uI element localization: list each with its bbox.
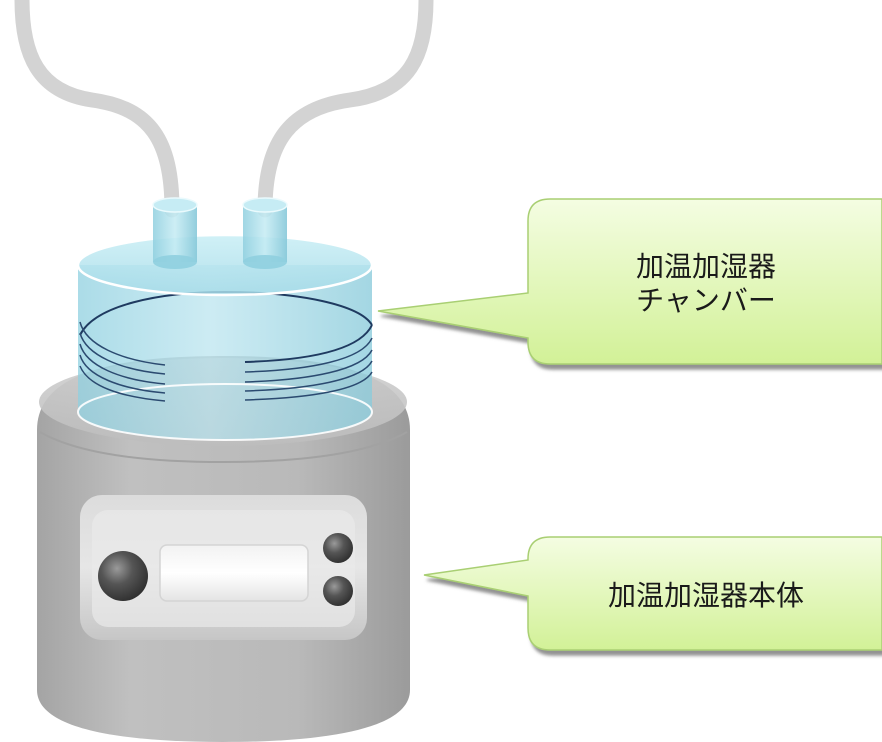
display-screen xyxy=(159,544,309,602)
chamber-callout: 加温加湿器 チャンバー xyxy=(377,198,882,365)
coil-right-3 xyxy=(244,360,373,392)
left-connector xyxy=(152,197,198,269)
coil-right-front xyxy=(244,324,373,363)
right-tube xyxy=(257,0,434,218)
chamber-callout-bubble xyxy=(377,198,882,365)
tube-connectors xyxy=(152,197,288,269)
body-callout-bubble xyxy=(423,536,882,651)
breathing-tubes xyxy=(14,0,434,218)
chamber-label-line-1: 加温加湿器 xyxy=(636,250,776,283)
coil-right-1 xyxy=(244,337,373,373)
coil-right-2 xyxy=(244,349,373,383)
heater-wire-coil xyxy=(79,290,373,402)
coil-left-3 xyxy=(79,343,166,385)
base-rim-line xyxy=(39,431,408,464)
left-tube xyxy=(14,0,180,218)
right-connector xyxy=(242,197,288,269)
main-dial-knob xyxy=(98,551,148,601)
lower-button-knob xyxy=(323,576,353,606)
upper-button-knob xyxy=(323,533,353,563)
body-callout: 加温加湿器本体 xyxy=(423,536,882,651)
chamber-top-lid xyxy=(76,233,374,297)
coil-left-5 xyxy=(79,365,166,402)
chamber-label-line-2: チャンバー xyxy=(636,284,776,317)
coil-left-4 xyxy=(79,354,166,394)
coil-right-4 xyxy=(244,371,373,401)
humidifier-chamber xyxy=(76,233,374,441)
coil-left-1 xyxy=(79,321,166,366)
chamber-bottom-edge xyxy=(77,383,373,441)
body-label: 加温加湿器本体 xyxy=(608,579,804,612)
coil-left-2 xyxy=(79,332,166,375)
